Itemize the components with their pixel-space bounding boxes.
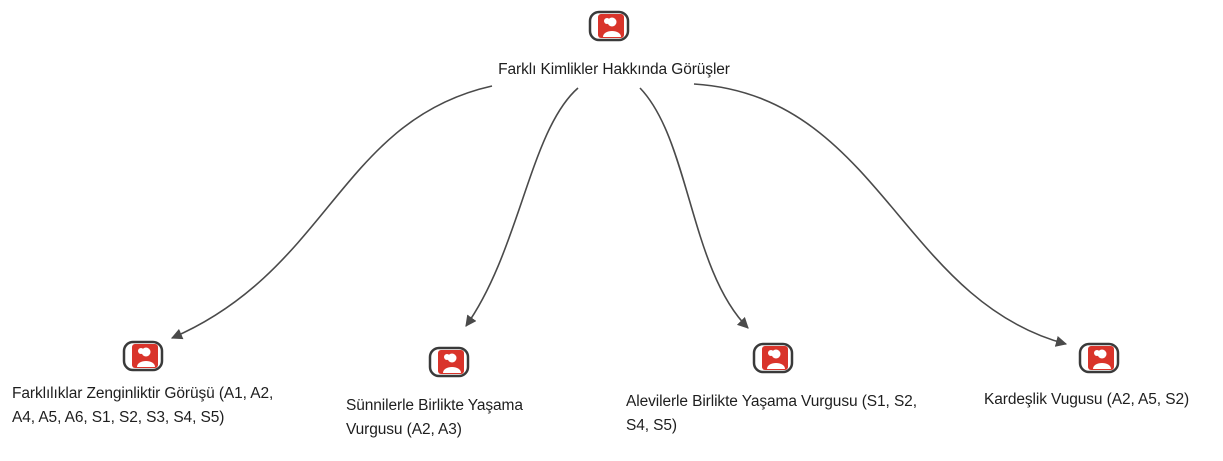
child-node-4[interactable]: Kardeşlik Vugusu (A2, A5, S2) bbox=[984, 342, 1220, 422]
person-document-icon bbox=[588, 10, 630, 42]
child-node-3[interactable]: Alevilerle Birlikte Yaşama Vurgusu (S1, … bbox=[624, 342, 924, 442]
edge-root-to-child-3 bbox=[639, 87, 749, 329]
child-node-1[interactable]: Farklılıklar Zenginliktir Görüşü (A1, A2… bbox=[10, 340, 300, 458]
root-node[interactable]: Farklı Kimlikler Hakkında Görüşler bbox=[480, 6, 760, 86]
person-document-icon bbox=[752, 342, 794, 374]
child-label-3: Alevilerle Birlikte Yaşama Vurgusu (S1, … bbox=[626, 393, 917, 434]
person-document-icon bbox=[1078, 342, 1120, 374]
edge-root-to-child-2 bbox=[465, 87, 579, 327]
edge-root-to-child-4 bbox=[693, 83, 1068, 347]
child-node-2[interactable]: Sünnilerle Birlikte Yaşama Vurgusu (A2, … bbox=[344, 346, 574, 446]
person-document-icon bbox=[122, 340, 164, 372]
child-label-4: Kardeşlik Vugusu (A2, A5, S2) bbox=[984, 391, 1190, 408]
child-label-1: Farklılıklar Zenginliktir Görüşü (A1, A2… bbox=[12, 385, 274, 426]
person-document-icon bbox=[428, 346, 470, 378]
child-label-2: Sünnilerle Birlikte Yaşama Vurgusu (A2, … bbox=[346, 397, 523, 438]
root-label: Farklı Kimlikler Hakkında Görüşler bbox=[498, 61, 730, 78]
edge-root-to-child-1 bbox=[170, 85, 493, 340]
